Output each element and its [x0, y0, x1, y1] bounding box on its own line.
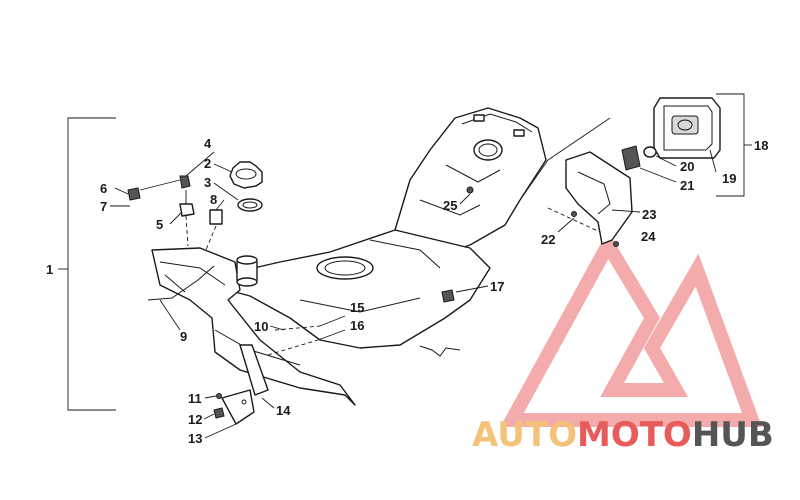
callout-20: 20	[680, 159, 694, 174]
screw-25	[459, 186, 474, 205]
callout-14: 14	[276, 403, 291, 418]
callout-18: 18	[754, 138, 768, 153]
bulb-socket	[621, 145, 677, 183]
rollover-valve	[204, 209, 223, 253]
watermark-auto: AUTO	[472, 415, 577, 455]
callout-1: 1	[46, 262, 53, 277]
watermark-wordmark: AUTOMOTOHUB	[472, 415, 774, 455]
callout-9: 9	[180, 329, 187, 344]
callout-2: 2	[204, 156, 211, 171]
callout-12: 12	[188, 412, 202, 427]
callout-16: 16	[350, 318, 364, 333]
callout-8: 8	[210, 192, 217, 207]
watermark-moto: MOTO	[576, 415, 692, 455]
fuel-tank	[151, 107, 547, 406]
callout-7: 7	[100, 199, 107, 214]
taillight-leader	[519, 117, 611, 201]
seal-ring	[237, 198, 263, 212]
callouts: 1 2 3 4 5 6 7 8 9 10 11 12 13 14 15 16 1…	[46, 136, 768, 446]
callout-23: 23	[642, 207, 656, 222]
callout-10: 10	[254, 319, 268, 334]
callout-24: 24	[641, 229, 656, 244]
callout-22: 22	[541, 232, 555, 247]
mount-bracket-front	[221, 344, 275, 425]
bracket-18	[716, 93, 752, 197]
callout-17: 17	[490, 279, 504, 294]
callout-25: 25	[443, 198, 457, 213]
callout-15: 15	[350, 300, 364, 315]
callout-19: 19	[722, 171, 736, 186]
callout-4: 4	[204, 136, 212, 151]
vent-fitting	[179, 175, 195, 247]
callout-leaders	[110, 151, 285, 439]
callout-13: 13	[188, 431, 202, 446]
callout-21: 21	[680, 178, 694, 193]
fasteners-22-24	[557, 211, 619, 247]
nut-17	[441, 285, 489, 303]
vent-hose	[83, 179, 181, 242]
callout-11: 11	[188, 391, 202, 406]
bolts-11-12	[213, 393, 225, 419]
watermark-hub: HUB	[691, 415, 774, 455]
bracket-1	[58, 117, 116, 411]
taillight	[653, 97, 721, 173]
callout-3: 3	[204, 175, 211, 190]
callout-5: 5	[156, 217, 163, 232]
callout-6: 6	[100, 181, 107, 196]
watermark-logo	[500, 230, 763, 427]
filler-neck	[236, 255, 258, 287]
tank-strap	[147, 265, 215, 331]
taillight-bracket	[547, 151, 641, 245]
fuel-cap	[229, 161, 263, 189]
